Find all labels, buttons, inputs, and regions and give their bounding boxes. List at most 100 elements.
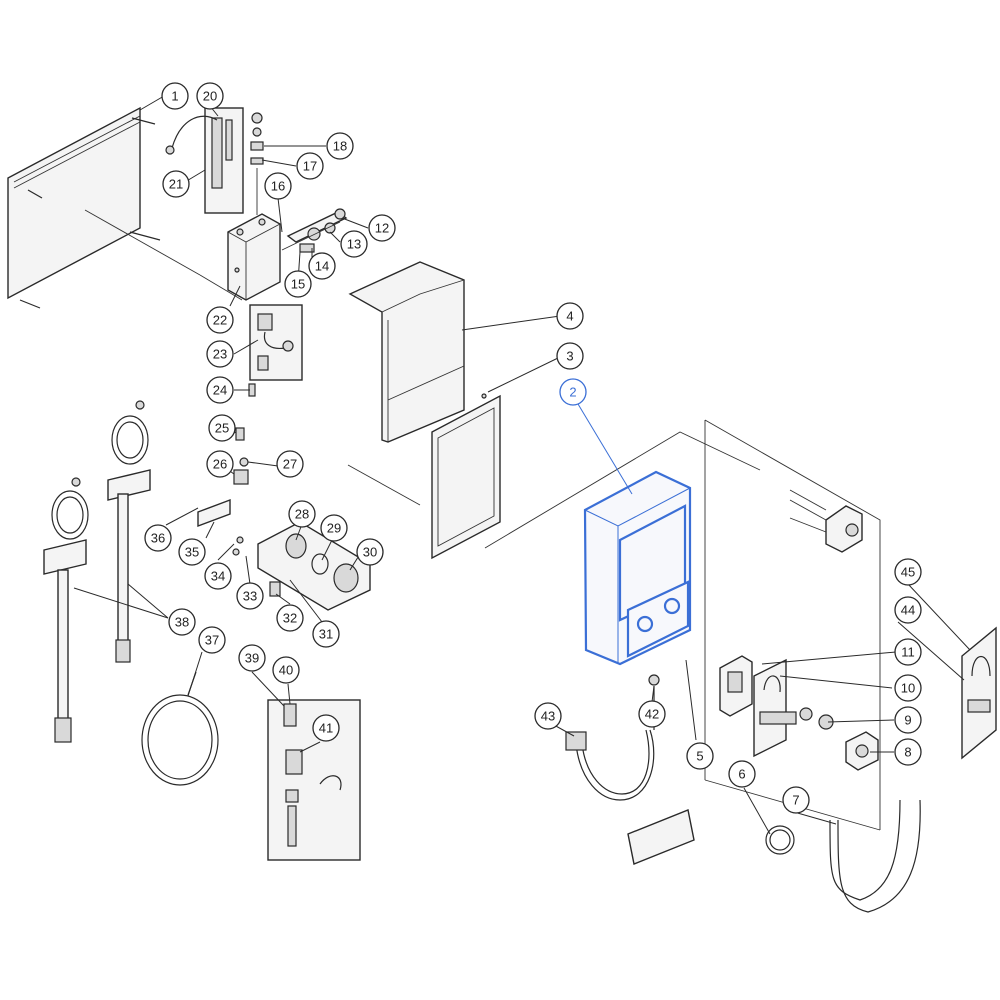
callout-number: 16	[271, 179, 285, 194]
callout-42: 42	[638, 700, 666, 728]
callout-circle	[276, 604, 304, 632]
callout-circle	[312, 620, 340, 648]
callout-23: 23	[206, 340, 234, 368]
part-power-cord	[565, 674, 660, 801]
callout-17: 17	[296, 152, 324, 180]
callout-number: 41	[319, 721, 333, 736]
callout-6: 6	[728, 760, 756, 788]
callout-37: 37	[198, 626, 226, 654]
callout-number: 33	[243, 589, 257, 604]
callout-9: 9	[894, 706, 922, 734]
callout-number: 10	[901, 681, 915, 696]
callout-1: 1	[161, 82, 189, 110]
callout-number: 32	[283, 611, 297, 626]
callout-14: 14	[308, 252, 336, 280]
part-back-plate	[7, 106, 201, 309]
callout-40: 40	[272, 656, 300, 684]
callout-circle	[894, 674, 922, 702]
part-label-card	[627, 809, 695, 865]
callout-circle	[168, 608, 196, 636]
callout-circle	[206, 376, 234, 404]
callout-labels: 1234567891011121314151617182021222324252…	[144, 82, 922, 814]
part-valve-block	[227, 213, 281, 301]
callout-circle	[556, 302, 584, 330]
callout-26: 26	[206, 450, 234, 478]
part-front-cover	[348, 261, 465, 443]
callout-circle	[288, 500, 316, 528]
callout-10: 10	[894, 674, 922, 702]
callout-circle	[276, 450, 304, 478]
callout-circle	[178, 538, 206, 566]
callout-circle	[534, 702, 562, 730]
callout-circle	[894, 638, 922, 666]
callout-7: 7	[782, 786, 810, 814]
callout-39: 39	[238, 644, 266, 672]
callout-number: 37	[205, 633, 219, 648]
callout-20: 20	[196, 82, 224, 110]
callout-number: 25	[215, 421, 229, 436]
callout-number: 26	[213, 457, 227, 472]
callout-15: 15	[284, 270, 312, 298]
callout-number: 6	[738, 767, 745, 782]
callout-circle	[296, 152, 324, 180]
callout-number: 12	[375, 221, 389, 236]
callout-11: 11	[894, 638, 922, 666]
callout-18: 18	[326, 132, 354, 160]
callout-32: 32	[276, 604, 304, 632]
callout-circle	[894, 738, 922, 766]
callout-number: 40	[279, 663, 293, 678]
callout-number: 8	[904, 745, 911, 760]
callout-circle	[236, 582, 264, 610]
callout-number: 38	[175, 615, 189, 630]
callout-circle	[368, 214, 396, 242]
callout-2: 2	[559, 378, 587, 406]
callout-16: 16	[264, 172, 292, 200]
part-bracket	[719, 655, 753, 717]
callout-circle	[206, 340, 234, 368]
callout-number: 31	[319, 627, 333, 642]
callout-36: 36	[144, 524, 172, 552]
callout-41: 41	[312, 714, 340, 742]
callout-circle	[559, 378, 587, 406]
callout-circle	[206, 306, 234, 334]
callout-30: 30	[356, 538, 384, 566]
callout-34: 34	[204, 562, 232, 590]
callout-5: 5	[686, 742, 714, 770]
callout-circle	[782, 786, 810, 814]
part-cap	[845, 731, 879, 771]
callout-circle	[326, 132, 354, 160]
callout-circle	[556, 342, 584, 370]
callout-number: 18	[333, 139, 347, 154]
callout-number: 24	[213, 383, 227, 398]
callout-number: 15	[291, 277, 305, 292]
callout-number: 11	[901, 645, 915, 660]
callout-45: 45	[894, 558, 922, 586]
callout-circle	[162, 170, 190, 198]
callout-number: 44	[901, 603, 915, 618]
callout-number: 13	[347, 237, 361, 252]
callout-12: 12	[368, 214, 396, 242]
callout-circle	[161, 82, 189, 110]
callout-circle	[894, 558, 922, 586]
callout-circle	[198, 626, 226, 654]
callout-29: 29	[320, 514, 348, 542]
callout-circle	[340, 230, 368, 258]
callout-circle	[312, 714, 340, 742]
callout-number: 4	[566, 309, 573, 324]
callout-number: 20	[203, 89, 217, 104]
part-gasket-plate	[431, 393, 501, 560]
callout-number: 35	[185, 545, 199, 560]
callout-number: 23	[213, 347, 227, 362]
callout-number: 43	[541, 709, 555, 724]
part-tubing	[765, 799, 921, 913]
callout-circle	[238, 644, 266, 672]
callout-43: 43	[534, 702, 562, 730]
callout-circle	[144, 524, 172, 552]
callout-circle	[284, 270, 312, 298]
callout-circle	[894, 596, 922, 624]
callout-22: 22	[206, 306, 234, 334]
callout-number: 1	[171, 89, 178, 104]
part-manifold	[753, 658, 834, 758]
part-fittings-top	[250, 112, 264, 215]
